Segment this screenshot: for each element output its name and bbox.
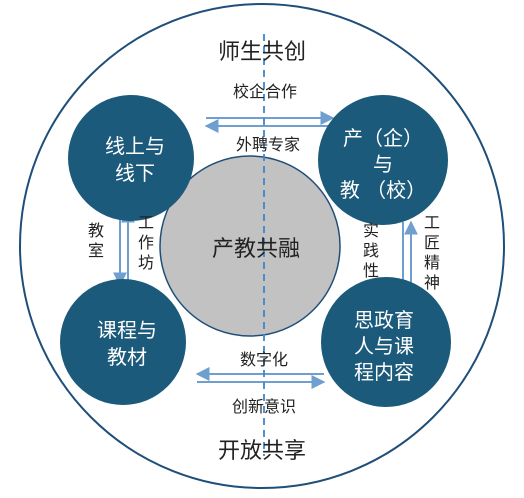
node-top-right-line3: 教 （校） — [340, 178, 426, 202]
node-bottom-left-line1: 课程与 — [97, 318, 157, 342]
link-label-bottom-above: 数字化 — [240, 350, 288, 369]
node-top-left-line1: 线上与 — [105, 134, 165, 158]
link-label-top-below: 外聘专家 — [236, 135, 300, 154]
node-bottom-left-line2: 教材 — [107, 345, 147, 369]
node-top-left-line2: 线下 — [115, 161, 155, 185]
node-top-right-line2: 与 — [373, 152, 393, 176]
node-top-right-line1: 产（企） — [343, 126, 423, 150]
node-bottom-right-line3: 程内容 — [354, 360, 414, 384]
link-label-right-outer: 工匠精神 — [424, 213, 440, 292]
node-bottom-right — [321, 277, 451, 407]
node-bottom-left — [60, 279, 186, 405]
center-circle — [159, 155, 341, 337]
node-top-right — [318, 95, 448, 225]
node-bottom-right-line2: 人与课 — [354, 334, 414, 358]
bottom-title: 开放共享 — [218, 439, 306, 464]
link-label-right-inner: 实践性 — [363, 221, 379, 280]
center-label: 产教共融 — [212, 237, 300, 262]
node-bottom-right-line1: 思政育 — [354, 308, 414, 332]
link-label-left-outer: 教室 — [88, 221, 104, 260]
link-label-left-inner: 工作坊 — [138, 213, 154, 272]
top-title: 师生共创 — [218, 40, 306, 65]
node-top-left — [68, 95, 194, 221]
link-label-top-above: 校企合作 — [233, 82, 297, 101]
link-label-bottom-below: 创新意识 — [232, 397, 296, 416]
